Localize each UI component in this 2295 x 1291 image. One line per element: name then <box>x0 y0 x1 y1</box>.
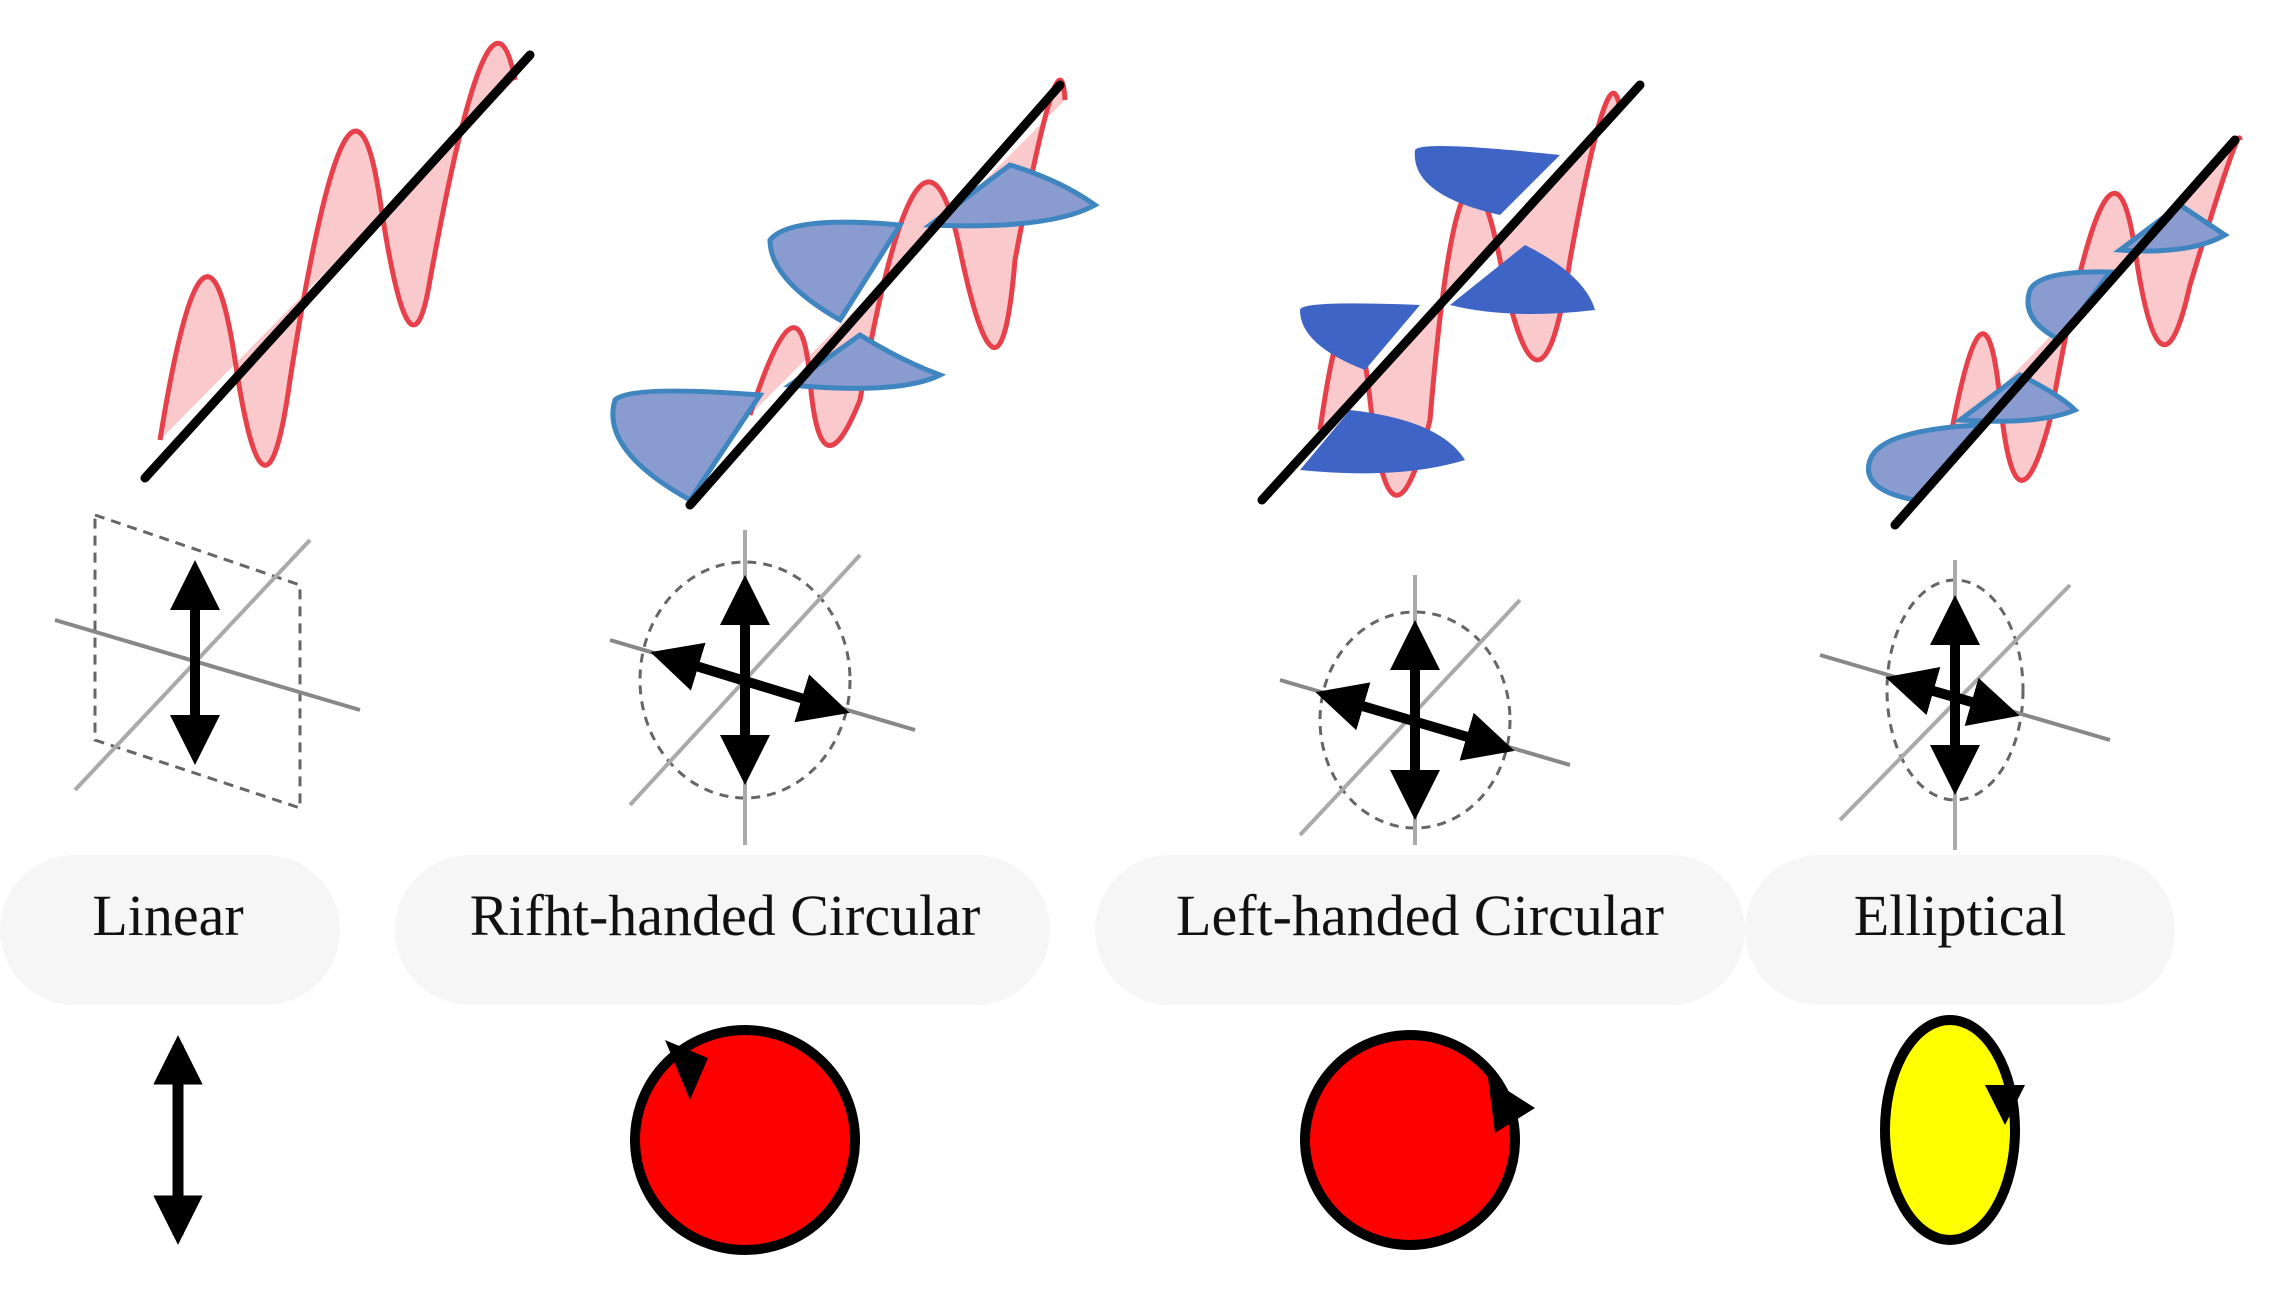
label-bubble-left-circular: Left-handed Circular <box>1095 855 1745 1005</box>
label-bubble-right-circular: Rifht-handed Circular <box>395 855 1050 1005</box>
label-left-circular: Left-handed Circular <box>1176 883 1664 948</box>
wave-elliptical <box>1866 135 2243 530</box>
label-elliptical: Elliptical <box>1854 883 2067 948</box>
polarization-frame-right-circular <box>609 530 916 845</box>
red-circle-arrow-icon <box>630 1025 860 1255</box>
label-bubble-linear: Linear <box>0 855 340 1005</box>
label-bubble-elliptical: Elliptical <box>1745 855 2175 1005</box>
wave-right-circular <box>610 77 1100 510</box>
red-circle-arrow-icon <box>1300 1030 1535 1250</box>
wave-linear <box>140 40 535 483</box>
wave-left-circular <box>1257 80 1645 505</box>
label-right-circular: Rifht-handed Circular <box>470 883 981 948</box>
yellow-ellipse-arrow-icon <box>1880 1015 2025 1245</box>
polarization-frame-elliptical <box>1819 560 2111 850</box>
polarization-frame-linear <box>54 512 361 811</box>
polarization-frame-left-circular <box>1279 575 1571 845</box>
label-linear: Linear <box>92 883 243 948</box>
